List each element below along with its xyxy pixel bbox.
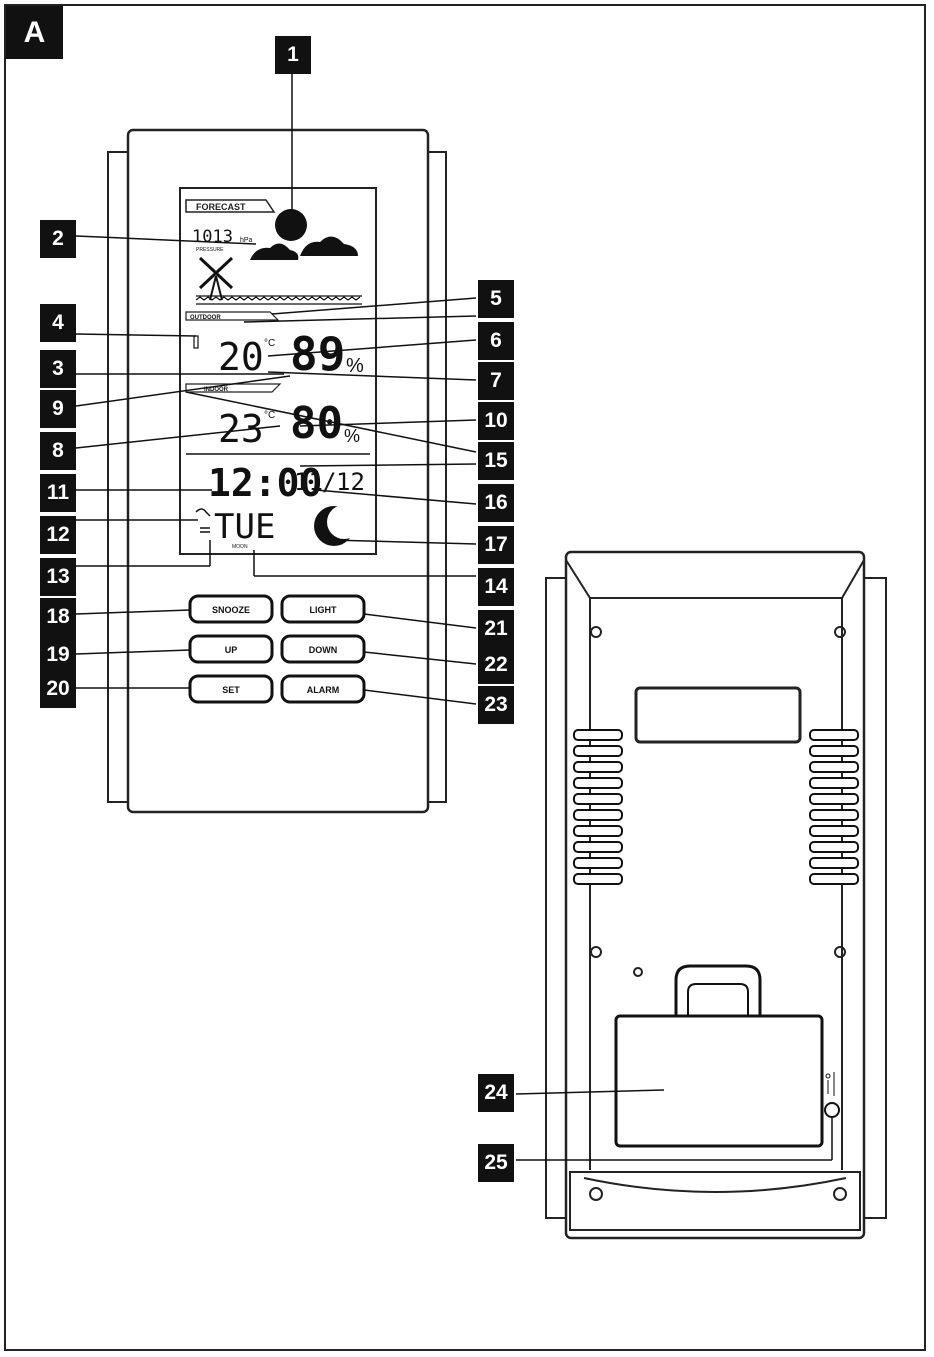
polarity-icon — [825, 1072, 835, 1096]
indoor-tag: INDOOR — [204, 387, 229, 393]
alarm-button-label: ALARM — [307, 685, 340, 695]
indoor-temp-unit: °C — [264, 410, 275, 421]
back-vents — [573, 729, 859, 885]
battery-cover[interactable] — [614, 1014, 824, 1148]
alarm-button[interactable] — [280, 674, 366, 704]
set-button-label: SET — [222, 685, 240, 695]
date-month: 12 — [336, 468, 365, 496]
down-button[interactable] — [280, 634, 366, 664]
set-button[interactable] — [188, 674, 274, 704]
callout-6: 6 — [478, 322, 514, 360]
up-button[interactable] — [188, 634, 274, 664]
windmill-icon — [198, 256, 234, 301]
callout-1: 1 — [275, 36, 311, 74]
callout-14: 14 — [478, 568, 514, 606]
callout-10: 10 — [478, 402, 514, 440]
callout-20: 20 — [40, 670, 76, 708]
alarm-indicator-icon — [200, 527, 210, 533]
callout-4: 4 — [40, 304, 76, 342]
leader-lines — [75, 72, 833, 1161]
callout-17: 17 — [478, 526, 514, 564]
up-button-label: UP — [225, 645, 238, 655]
date-day: 11 — [294, 468, 323, 496]
figure-border — [4, 4, 926, 1351]
sun-icon — [275, 209, 307, 241]
down-button-label: DOWN — [309, 645, 338, 655]
snooze-button[interactable] — [188, 594, 274, 624]
outdoor-temp-unit: °C — [264, 338, 275, 349]
outdoor-humidity-unit: % — [346, 355, 364, 377]
forecast-tag: FORECAST — [196, 202, 246, 212]
moon-caption: MOON — [232, 544, 248, 550]
pressure-value: 1013 — [192, 227, 233, 247]
cloud-icon — [250, 243, 299, 260]
indoor-humidity: 80 — [290, 398, 343, 449]
cloud-icon-2 — [300, 236, 358, 256]
callout-12: 12 — [40, 516, 76, 554]
callout-15: 15 — [478, 442, 514, 480]
snooze-button-label: SNOOZE — [212, 605, 250, 615]
callout-5: 5 — [478, 280, 514, 318]
callout-8: 8 — [40, 432, 76, 470]
callout-19: 19 — [40, 636, 76, 674]
callout-16: 16 — [478, 484, 514, 522]
callout-24: 24 — [478, 1074, 514, 1112]
outdoor-temp: 20 — [218, 335, 264, 379]
pressure-caption: PRESSURE — [196, 247, 224, 253]
callout-22: 22 — [478, 646, 514, 684]
light-button[interactable] — [280, 594, 366, 624]
callout-3: 3 — [40, 350, 76, 388]
outdoor-tag: OUTDOOR — [190, 315, 221, 321]
pressure-unit: hPa — [240, 237, 253, 244]
front-buttons: SNOOZE LIGHT UP DOWN SET ALARM — [188, 594, 366, 704]
pressure-history-bars — [195, 295, 362, 305]
callout-25: 25 — [478, 1144, 514, 1182]
panel-label: A — [6, 6, 63, 59]
back-stand — [674, 964, 762, 1016]
callout-7: 7 — [478, 362, 514, 400]
callout-23: 23 — [478, 686, 514, 724]
date-separator: / — [322, 468, 336, 496]
alarm-bell-icon — [195, 508, 211, 517]
light-button-label: LIGHT — [310, 605, 337, 615]
callout-2: 2 — [40, 220, 76, 258]
back-window — [634, 686, 802, 744]
callout-18: 18 — [40, 598, 76, 636]
callout-13: 13 — [40, 558, 76, 596]
time-display: 12:00 — [208, 461, 322, 505]
callout-21: 21 — [478, 610, 514, 648]
weekday-display: TUE — [214, 507, 275, 547]
callout-11: 11 — [40, 474, 76, 512]
indoor-humidity-unit: % — [344, 426, 360, 446]
callout-9: 9 — [40, 390, 76, 428]
dc-jack-socket[interactable] — [824, 1102, 840, 1118]
